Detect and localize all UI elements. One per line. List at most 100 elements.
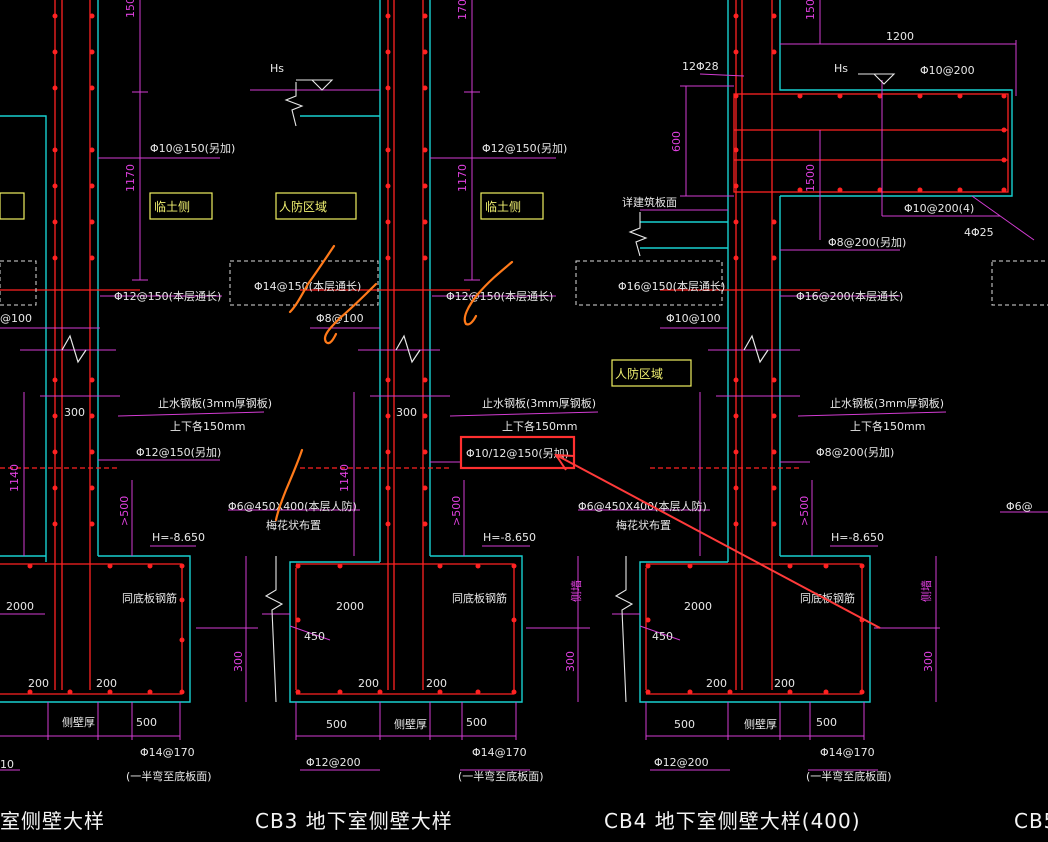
panel-cb3-dim-500v: >500	[450, 496, 463, 526]
panel-cb3-wall-rebar	[295, 0, 515, 695]
panel-cb5-title: CB5	[1014, 809, 1048, 833]
panel-1-dim-300: 300	[64, 406, 85, 419]
panel-1-break-symbol	[61, 334, 87, 364]
panel-cb3-base-450: 450	[304, 630, 325, 643]
panel-1-side-box	[149, 192, 213, 220]
panel-cb3-wall-thick: 侧壁厚	[394, 717, 427, 731]
panel-cb4-beam-bottom: 4Φ25	[964, 226, 994, 239]
panel-cb3-dimension-lines	[228, 0, 599, 771]
panel-cb4-top-rebar: 12Φ28	[682, 60, 719, 73]
panel-cb3-dim-300: 300	[396, 406, 417, 419]
panel-cb4-dim-1500b: 1500	[804, 164, 817, 192]
panel-cb4-title: CB4 地下室侧壁大样(400)	[604, 809, 861, 833]
handwriting-stroke-1	[288, 244, 336, 314]
panel-cb3-slab-rebar-label: Φ12@150(本层通长)	[446, 289, 553, 303]
panel-cb3-detail[interactable]: 1700 Hs Φ12@150(另加) 1170 人防区域 临土侧 Φ14@15…	[228, 0, 599, 833]
panel-cb4-dim-500v: >500	[798, 496, 811, 526]
panel-cb3-dim-200a: 200	[358, 677, 379, 690]
panel-cb4-bottom-note: (一半弯至底板面)	[806, 769, 892, 783]
panel-1-bottom-rebar: Φ14@170	[140, 746, 195, 759]
panel-cb5-slab-box	[991, 260, 1048, 306]
panel-cb4-civil-label: 人防区域	[615, 366, 663, 381]
panel-cb4-dim-200a: 200	[706, 677, 727, 690]
panel-1-dim-200b: 200	[96, 677, 117, 690]
panel-cb4-bottom-rebar: Φ14@170	[820, 746, 875, 759]
panel-cb3-side-label: 临土侧	[485, 200, 521, 214]
panel-cb3-elevation-marker	[296, 79, 334, 91]
panel-cb4-elevation-marker	[858, 73, 896, 85]
panel-cb4-civil-box	[611, 359, 692, 387]
panel-cb4-break-symbol	[743, 334, 769, 364]
panel-cb4-spacing-label: Φ10@100	[666, 312, 721, 325]
panel-cb4-break-symbol-base	[614, 556, 634, 703]
panel-1-dim-1140: 1140	[8, 464, 21, 492]
panel-cb3-civil-label: 人防区域	[279, 199, 327, 214]
panel-cb4-beam-rebar: Φ10@200	[920, 64, 975, 77]
panel-cb3-dim-200b: 200	[426, 677, 447, 690]
panel-1-slab-rebar-label: Φ12@150(本层通长)	[114, 289, 221, 303]
panel-cb4-side-note: 侧墙	[919, 580, 933, 602]
panel-cb3-waterstop-sub: 上下各150mm	[502, 419, 577, 433]
panel-cb3-dim-500h: 500	[466, 716, 487, 729]
panel-cb4-waterstop-label: 止水钢板(3mm厚钢板)	[830, 396, 944, 410]
panel-cb3-mark-h: Hs	[270, 62, 284, 75]
panel-cb4-base-2000: 2000	[684, 600, 712, 613]
panel-cb4-rebar-dots	[645, 13, 1007, 695]
panel-1-base-note: 同底板钢筋	[122, 591, 177, 605]
handwriting-stroke-2	[323, 282, 378, 345]
panel-cb3-waterstop-label: 止水钢板(3mm厚钢板)	[482, 396, 596, 410]
panel-cb4-level: H=-8.650	[831, 531, 884, 544]
panel-cb3-dim-500: 500	[326, 718, 347, 731]
panel-cb3-dim-mid: 1170	[456, 164, 469, 192]
annotation-arrow	[554, 453, 881, 629]
panel-1-base-2000: 2000	[6, 600, 34, 613]
panel-cb4-wall-rebar-label: Φ8@200(另加)	[828, 236, 906, 249]
panel-1-level: H=-8.650	[152, 531, 205, 544]
panel-1-dim-200a: 200	[28, 677, 49, 690]
panel-1-dim-10: 10	[0, 758, 14, 771]
panel-cb4-concrete-outline	[639, 0, 1013, 703]
panel-cb4-dim-500h: 500	[816, 716, 837, 729]
panel-cb4-slab-left-label: Φ16@150(本层通长)	[618, 279, 725, 293]
panel-cb4-slab-box	[575, 260, 723, 306]
panel-cb4-dim-500: 500	[674, 718, 695, 731]
panel-1-waterstop-label: 止水钢板(3mm厚钢板)	[158, 396, 272, 410]
panel-cb3-civil-box	[275, 192, 357, 220]
panel-cb4-tie-sub: 梅花状布置	[616, 518, 671, 532]
panel-1-detail[interactable]: 1500 Φ10@150(另加) 1170 临土侧 Φ12@150(本层通长) …	[0, 0, 272, 833]
panel-cb3-annotation-highlight[interactable]	[459, 435, 576, 470]
panel-cb4-left-rebar: Φ12@200	[654, 756, 709, 769]
panel-cb4-dim-600: 600	[670, 131, 683, 152]
panel-cb4-break-symbol-slab	[628, 212, 648, 257]
panel-1-dimension-lines	[0, 0, 265, 771]
panel-cb4-dimension-lines	[578, 0, 1035, 771]
panel-1-base-300: 300	[232, 651, 245, 672]
panel-cb5-detail[interactable]: Φ6@ CB5	[991, 260, 1048, 833]
panel-cb3-base-note: 同底板钢筋	[452, 591, 507, 605]
panel-1-title: 室侧壁大样	[0, 809, 105, 833]
panel-cb3-break-symbol-base	[264, 556, 284, 703]
panel-1-side-label-box	[0, 192, 25, 220]
panel-cb3-side-box	[480, 192, 544, 220]
panel-cb4-dim-1200: 1200	[886, 30, 914, 43]
panel-cb4-base-450: 450	[652, 630, 673, 643]
panel-1-dim-mid: 1170	[124, 164, 137, 192]
panel-cb3-base-rebar-label[interactable]: Φ10/12@150(另加)	[466, 447, 569, 460]
panel-cb3-side-note: 侧墙	[569, 580, 583, 602]
panel-cb3-dim-top: 1700	[456, 0, 469, 20]
panel-cb4-wall-rebar	[645, 0, 1009, 695]
panel-cb4-base-note: 同底板钢筋	[800, 591, 855, 605]
panel-cb4-base-300: 300	[922, 651, 935, 672]
panel-1-slab-box	[0, 260, 37, 306]
panel-cb3-slab-box	[229, 260, 379, 306]
panel-cb4-detail[interactable]: 1500 12Φ28 1200 Hs Φ10@200 600 1500 Φ10@…	[575, 0, 1035, 833]
panel-cb3-left-rebar: Φ12@200	[306, 756, 361, 769]
panel-cb5-tie-label: Φ6@	[1006, 500, 1033, 513]
panel-1-concrete-outline	[0, 0, 191, 703]
panel-cb3-tie-sub: 梅花状布置	[266, 518, 321, 532]
panel-cb3-level: H=-8.650	[483, 531, 536, 544]
panel-cb3-tie-label: Φ6@450X400(本层人防)	[228, 499, 357, 513]
panel-cb3-wall-rebar-label: Φ12@150(另加)	[482, 142, 567, 155]
panel-1-dim-500v: >500	[118, 496, 131, 526]
